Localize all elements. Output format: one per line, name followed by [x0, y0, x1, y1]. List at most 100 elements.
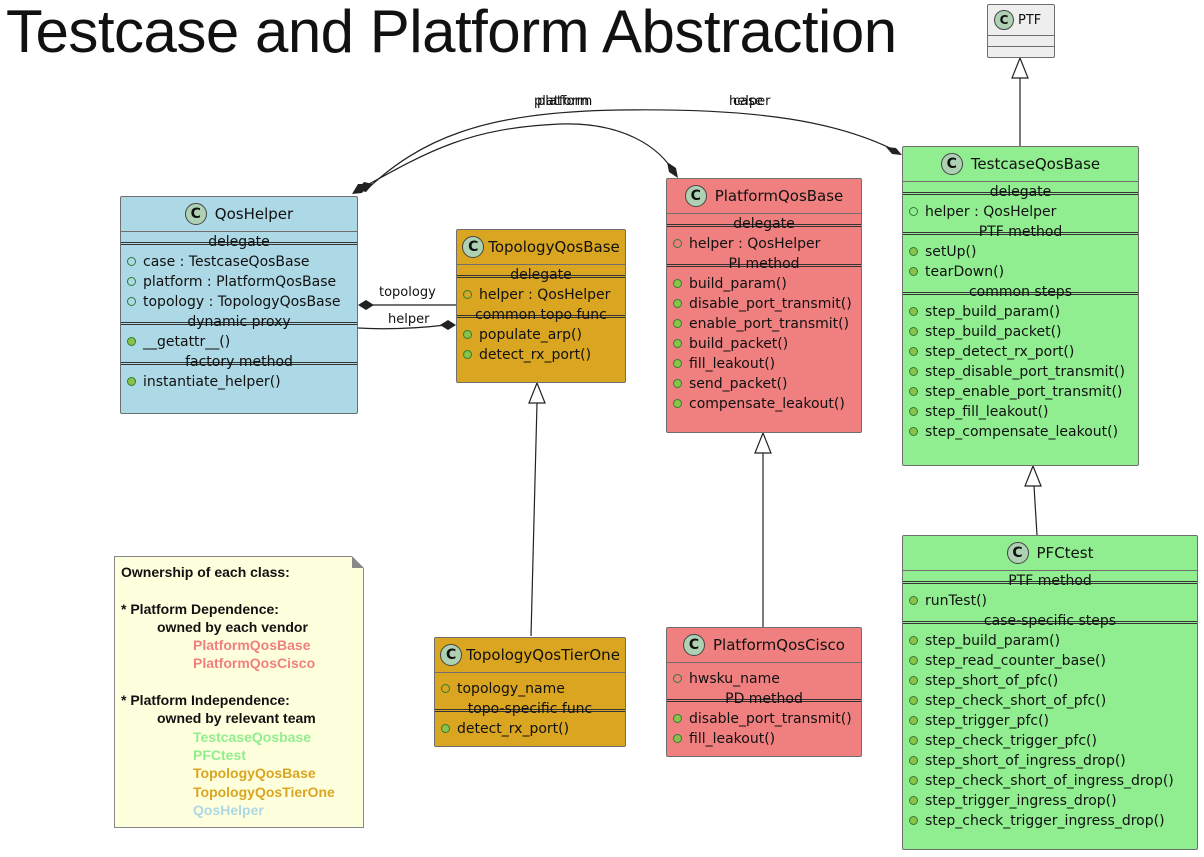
- class-header: C PlatformQosCisco: [667, 628, 861, 663]
- public-dot-icon: [673, 673, 682, 683]
- class-member: runTest(): [903, 591, 1197, 611]
- class-name: PlatformQosCisco: [713, 636, 845, 654]
- note-spacer: [121, 581, 357, 599]
- class-member: step_enable_port_transmit(): [903, 382, 1138, 402]
- edge-label-helper: helper: [729, 94, 771, 109]
- note-heading: Ownership of each class:: [121, 564, 290, 580]
- class-member: disable_port_transmit(): [667, 709, 861, 729]
- class-name: TopologyQosTierOne: [466, 646, 620, 664]
- class-member: enable_port_transmit(): [667, 314, 861, 334]
- class-qos-helper[interactable]: C QosHelper delegate case : TestcaseQosB…: [120, 196, 358, 414]
- note-item-qoshelper: QosHelper: [193, 801, 264, 818]
- class-member: topology_name: [435, 679, 625, 699]
- class-c-icon: C: [683, 634, 706, 656]
- section-separator: PD method: [667, 689, 861, 709]
- public-dot-icon: [909, 406, 918, 416]
- class-header: C QosHelper: [121, 197, 357, 232]
- public-dot-icon: [673, 238, 682, 248]
- class-member: step_build_packet(): [903, 322, 1138, 342]
- class-member: hwsku_name: [667, 669, 861, 689]
- ownership-note: Ownership of each class: * Platform Depe…: [114, 556, 364, 828]
- class-header: C PFCtest: [903, 536, 1197, 571]
- class-member: fill_leakout(): [667, 729, 861, 749]
- public-dot-icon: [127, 296, 136, 306]
- section-separator: delegate: [903, 182, 1138, 202]
- edge-label-helper-topo: helper: [388, 312, 430, 327]
- note-item-platformqosbase: PlatformQosBase: [193, 637, 311, 654]
- class-member: helper : QosHelper: [903, 202, 1138, 222]
- class-member: fill_leakout(): [667, 354, 861, 374]
- class-platform-qos-base[interactable]: C PlatformQosBase delegate helper : QosH…: [666, 178, 862, 433]
- public-dot-icon: [673, 733, 682, 743]
- public-dot-icon: [909, 755, 918, 765]
- section-separator: delegate: [457, 265, 625, 285]
- diagram-title: Testcase and Platform Abstraction: [6, 0, 897, 65]
- public-dot-icon: [441, 683, 450, 693]
- inherit-edge-tierone-topobase: [530, 402, 538, 637]
- class-member: __getattr__(): [121, 332, 357, 352]
- public-dot-icon: [673, 318, 682, 328]
- class-member: step_detect_rx_port(): [903, 342, 1138, 362]
- class-member: send_packet(): [667, 374, 861, 394]
- public-dot-icon: [909, 715, 918, 725]
- public-dot-icon: [127, 376, 136, 386]
- public-dot-icon: [673, 378, 682, 388]
- class-testcase-qos-base[interactable]: C TestcaseQosBase delegate helper : QosH…: [902, 146, 1139, 466]
- edge-label-platform: platform: [534, 94, 590, 109]
- note-group2-owner: owned by relevant team: [157, 710, 316, 727]
- public-dot-icon: [909, 635, 918, 645]
- class-c-icon: C: [184, 203, 207, 225]
- public-dot-icon: [909, 426, 918, 436]
- public-dot-icon: [909, 735, 918, 745]
- public-dot-icon: [673, 278, 682, 288]
- class-pfc-test[interactable]: C PFCtest PTF method runTest() case-spec…: [902, 535, 1198, 850]
- class-c-icon: C: [440, 644, 463, 666]
- class-topology-qos-tier-one[interactable]: C TopologyQosTierOne topology_name topo-…: [434, 637, 626, 747]
- class-name: PFCtest: [1036, 544, 1094, 562]
- public-dot-icon: [673, 338, 682, 348]
- edge-label-platform-overlap: platform: [537, 94, 593, 109]
- class-header: C TopologyQosTierOne: [435, 638, 625, 673]
- class-platform-qos-cisco[interactable]: C PlatformQosCisco hwsku_name PD method …: [666, 627, 862, 757]
- section-separator: delegate: [667, 214, 861, 234]
- note-group2-title: * Platform Independence:: [121, 692, 290, 709]
- inherit-arrow-platbase: [754, 431, 772, 454]
- section-separator: common steps: [903, 282, 1138, 302]
- public-dot-icon: [673, 398, 682, 408]
- section-separator: case-specific steps: [903, 611, 1197, 631]
- class-member: step_disable_port_transmit(): [903, 362, 1138, 382]
- section-separator: factory method: [121, 352, 357, 372]
- class-ptf[interactable]: C PTF: [987, 4, 1055, 58]
- inherit-edge-pfc-testcase: [1033, 485, 1038, 536]
- public-dot-icon: [463, 329, 472, 339]
- class-member: detect_rx_port(): [457, 345, 625, 365]
- public-dot-icon: [909, 326, 918, 336]
- class-member: compensate_leakout(): [667, 394, 861, 414]
- public-dot-icon: [909, 695, 918, 705]
- public-dot-icon: [909, 775, 918, 785]
- public-dot-icon: [909, 306, 918, 316]
- class-name: PTF: [1018, 12, 1042, 28]
- class-member: step_check_short_of_pfc(): [903, 691, 1197, 711]
- public-dot-icon: [127, 276, 136, 286]
- class-c-icon: C: [684, 185, 707, 207]
- section-separator: delegate: [121, 232, 357, 252]
- class-member: step_fill_leakout(): [903, 402, 1138, 422]
- class-c-icon: C: [1006, 542, 1029, 564]
- class-topology-qos-base[interactable]: C TopologyQosBase delegate helper : QosH…: [456, 229, 626, 383]
- class-member: step_trigger_ingress_drop(): [903, 791, 1197, 811]
- class-member: step_trigger_pfc(): [903, 711, 1197, 731]
- note-group1-title: * Platform Dependence:: [121, 600, 279, 617]
- class-member: topology : TopologyQosBase: [121, 292, 357, 312]
- class-header: C PlatformQosBase: [667, 179, 861, 214]
- public-dot-icon: [909, 366, 918, 376]
- class-member: helper : QosHelper: [457, 285, 625, 305]
- section-separator: PTF method: [903, 571, 1197, 591]
- public-dot-icon: [463, 289, 472, 299]
- diamond-helper-topology: [440, 320, 456, 330]
- section-separator: PTF method: [903, 222, 1138, 242]
- diamond-platform-helper: [667, 162, 678, 178]
- inherit-arrow-topobase: [528, 381, 546, 404]
- note-item-topologyqostierone: TopologyQosTierOne: [193, 783, 335, 800]
